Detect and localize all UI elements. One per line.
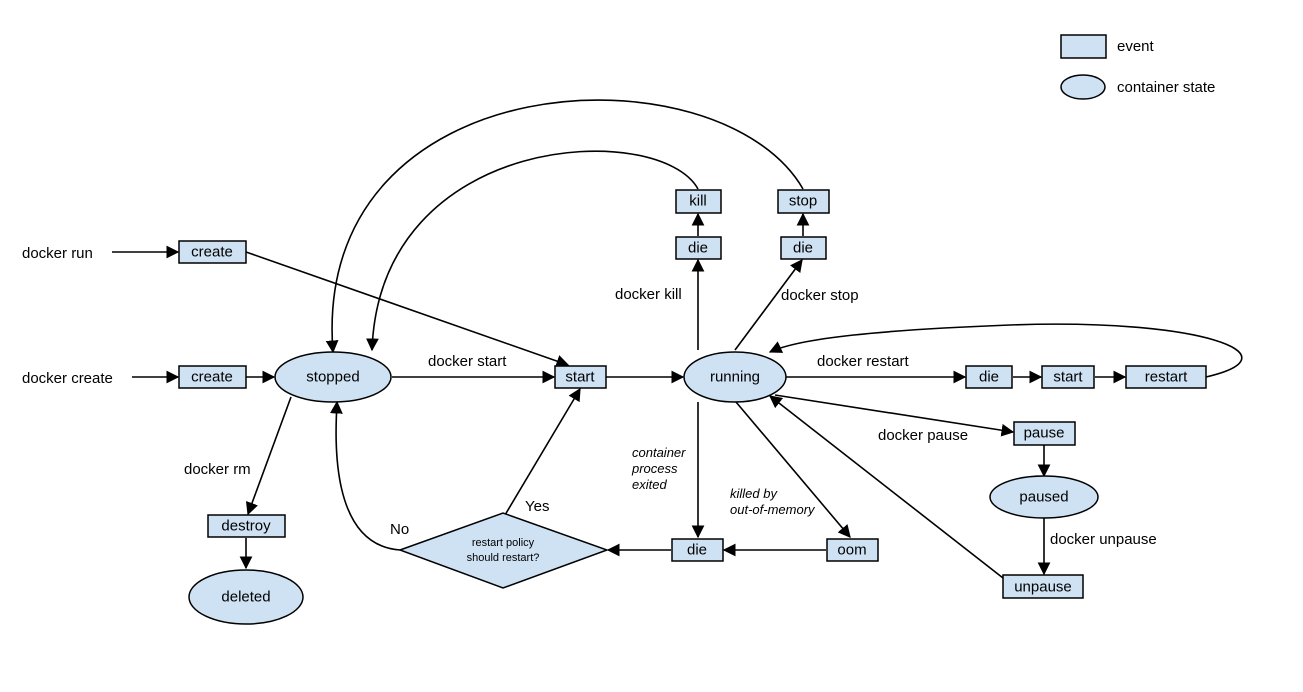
label-container-process-3: exited xyxy=(632,477,667,492)
decision-line1: restart policy xyxy=(472,537,535,549)
event-die-kill: die xyxy=(675,236,722,260)
edge-decision-stopped-no xyxy=(330,400,401,551)
edge-kill-stopped xyxy=(366,150,699,352)
event-die-kill-label: die xyxy=(688,240,708,257)
event-die-stop: die xyxy=(780,236,827,260)
label-docker-run: docker run xyxy=(22,245,93,262)
edge-labels: docker run docker create docker start do… xyxy=(22,245,1157,548)
state-deleted-label: deleted xyxy=(221,589,270,606)
event-pause-label: pause xyxy=(1024,425,1065,442)
event-destroy: destroy xyxy=(207,514,286,538)
legend-event-swatch xyxy=(1060,34,1107,59)
event-destroy-label: destroy xyxy=(221,518,271,535)
label-docker-kill: docker kill xyxy=(615,286,682,303)
event-oom-label: oom xyxy=(837,542,866,559)
event-die-stop-label: die xyxy=(793,240,813,257)
label-docker-unpause: docker unpause xyxy=(1050,531,1157,548)
event-pause: pause xyxy=(1013,421,1076,446)
event-start-restart-label: start xyxy=(1053,369,1083,386)
label-no: No xyxy=(390,521,409,538)
event-restart: restart xyxy=(1125,365,1207,389)
label-container-process-1: container xyxy=(632,445,686,460)
label-killed-by-2: out-of-memory xyxy=(730,502,816,517)
edge-decision-start-yes xyxy=(504,387,581,516)
label-yes: Yes xyxy=(525,498,549,515)
state-running-label: running xyxy=(710,369,760,386)
state-paused: paused xyxy=(989,475,1099,519)
edges xyxy=(112,99,1243,579)
label-container-process-2: process xyxy=(631,461,678,476)
edge-running-die-stop xyxy=(734,258,803,351)
label-killed-by-1: killed by xyxy=(730,486,778,501)
edge-stop-stopped xyxy=(325,99,804,354)
event-start-main: start xyxy=(554,365,607,389)
state-paused-label: paused xyxy=(1019,489,1068,506)
edge-running-pause xyxy=(774,394,1015,437)
state-stopped: stopped xyxy=(274,351,392,403)
state-stopped-label: stopped xyxy=(306,369,359,386)
decision-restart-policy: restart policy should restart? xyxy=(397,512,610,589)
event-kill: kill xyxy=(675,189,722,214)
label-docker-rm: docker rm xyxy=(184,461,251,478)
edge-create-start xyxy=(245,251,570,368)
event-restart-label: restart xyxy=(1145,369,1188,386)
edge-unpause-running xyxy=(768,395,1004,579)
event-start-main-label: start xyxy=(565,369,595,386)
event-kill-label: kill xyxy=(689,193,707,210)
label-docker-start: docker start xyxy=(428,353,507,370)
label-docker-pause: docker pause xyxy=(878,427,968,444)
event-create-create-label: create xyxy=(191,369,233,386)
event-stop-label: stop xyxy=(789,193,817,210)
event-die-exit: die xyxy=(671,538,724,562)
state-running: running xyxy=(683,351,787,403)
event-create-run-label: create xyxy=(191,244,233,261)
label-docker-stop: docker stop xyxy=(781,287,859,304)
event-start-restart: start xyxy=(1041,365,1095,389)
event-die-restart: die xyxy=(965,365,1013,389)
legend-state-swatch xyxy=(1060,74,1106,100)
event-unpause-label: unpause xyxy=(1014,579,1072,596)
edge-restart-running xyxy=(768,323,1243,378)
legend-event-label: event xyxy=(1117,38,1155,55)
decision-line2: should restart? xyxy=(467,552,540,564)
label-docker-restart: docker restart xyxy=(817,353,910,370)
legend: event container state xyxy=(1060,34,1215,100)
legend-state-label: container state xyxy=(1117,79,1215,96)
event-unpause: unpause xyxy=(1002,574,1084,599)
event-create-create: create xyxy=(178,365,247,389)
event-stop: stop xyxy=(777,189,830,214)
event-oom: oom xyxy=(826,538,879,562)
event-die-exit-label: die xyxy=(687,542,707,559)
event-create-run: create xyxy=(178,240,247,264)
edge-running-oom xyxy=(735,401,851,538)
state-deleted: deleted xyxy=(188,569,304,625)
edge-stopped-destroy xyxy=(245,396,292,516)
event-die-restart-label: die xyxy=(979,369,999,386)
label-docker-create: docker create xyxy=(22,370,113,387)
